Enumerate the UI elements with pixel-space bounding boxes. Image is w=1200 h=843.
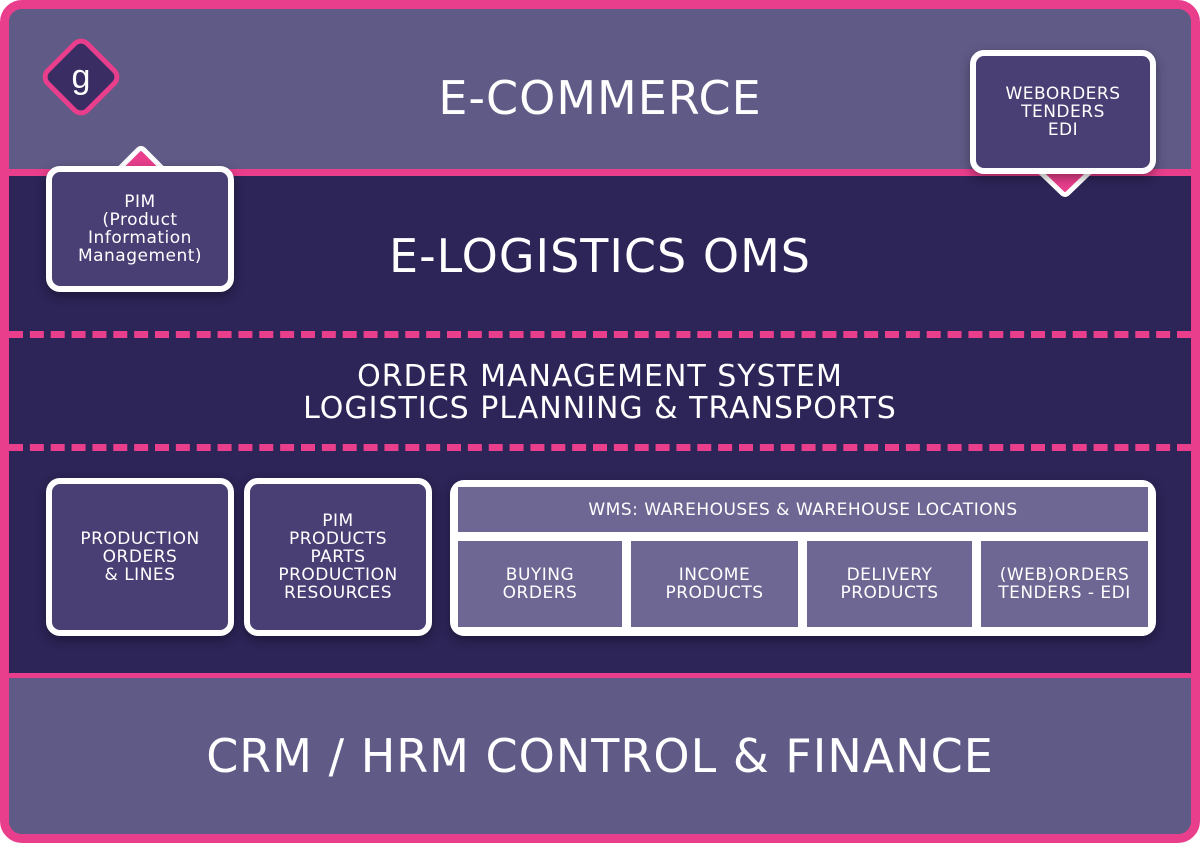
order-management-line1: ORDER MANAGEMENT SYSTEM [357, 359, 843, 394]
pim-line: PIM [124, 192, 156, 212]
wms-cell-line: TENDERS - EDI [998, 583, 1131, 603]
wms-cell-line: ORDERS [502, 583, 578, 603]
pim-line-information: Information [88, 228, 192, 248]
pim-products-line-pim: PIM [322, 511, 354, 531]
pim-line-management: Management) [77, 246, 203, 266]
logo-letter: g [72, 58, 91, 96]
weborders-line: WEBORDERS [1005, 84, 1121, 104]
orders-line: ORDERS [102, 547, 178, 567]
pim-products-line-production: PRODUCTION [278, 565, 398, 585]
order-management-line2: LOGISTICS PLANNING & TRANSPORTS [303, 391, 897, 426]
crm-title: CRM / HRM CONTROL & FINANCE [206, 729, 994, 783]
weborders-connector-tab [1033, 168, 1097, 197]
dashed-divider-bottom [9, 444, 1191, 451]
pim-products-box: PIM PRODUCTS PARTS PRODUCTION RESOURCES [244, 478, 432, 636]
wms-cell-line: INCOME [678, 565, 751, 585]
crm-band [9, 678, 1191, 834]
g-logo: g [42, 38, 120, 116]
wms-block: WMS: WAREHOUSES & WAREHOUSE LOCATIONS BU… [450, 480, 1156, 636]
wms-cell-line: BUYING [505, 565, 575, 585]
pim-products-line-resources: RESOURCES [283, 583, 393, 603]
pim-products-line-products: PRODUCTS [288, 529, 388, 549]
tenders-line: TENDERS [1021, 102, 1105, 122]
oms-title: E-LOGISTICS OMS [389, 229, 811, 283]
weborders-box: WEBORDERS TENDERS EDI [970, 50, 1156, 174]
pim-box: PIM (Product Information Management) [46, 166, 234, 292]
pim-line-product: (Product [102, 210, 178, 230]
wms-cell-line: (WEB)ORDERS [999, 565, 1130, 585]
wms-header: WMS: WAREHOUSES & WAREHOUSE LOCATIONS [458, 487, 1148, 532]
edi-line: EDI [1047, 120, 1079, 140]
wms-cell-line: DELIVERY [846, 565, 933, 585]
production-line: PRODUCTION [80, 529, 200, 549]
wms-cell-line: PRODUCTS [840, 583, 939, 603]
production-orders-box: PRODUCTION ORDERS & LINES [46, 478, 234, 636]
wms-cell-line: PRODUCTS [665, 583, 764, 603]
pim-products-line-parts: PARTS [310, 547, 366, 567]
order-management-title: ORDER MANAGEMENT SYSTEM LOGISTICS PLANNI… [9, 361, 1191, 425]
lines-line: & LINES [104, 565, 176, 585]
ecommerce-title: E-COMMERCE [438, 71, 762, 125]
dashed-divider-top [9, 331, 1191, 338]
